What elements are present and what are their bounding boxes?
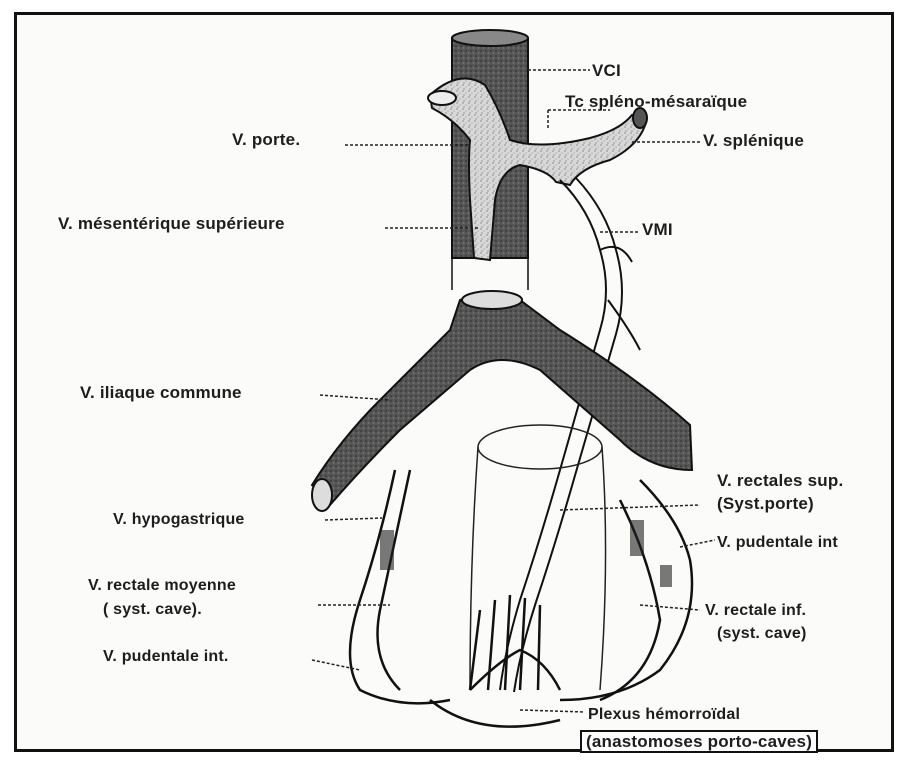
plexus-dots xyxy=(380,520,672,587)
label-v-mesenterique-sup: V. mésentérique supérieure xyxy=(58,214,285,233)
label-v-pudentale-int-left: V. pudentale int. xyxy=(103,647,229,666)
label-vci: VCI xyxy=(592,61,621,80)
label-plexus-hemorroidal: Plexus hémorroïdal xyxy=(588,705,740,724)
label-v-porte: V. porte. xyxy=(232,130,300,149)
label-v-rectale-moyenne: V. rectale moyenne xyxy=(88,576,236,595)
iliac-veins xyxy=(312,291,692,511)
label-syst-cave-moyenne: ( syst. cave). xyxy=(103,600,202,619)
label-syst-porte: (Syst.porte) xyxy=(717,494,814,513)
label-vmi: VMI xyxy=(642,220,673,239)
label-v-iliaque-commune: V. iliaque commune xyxy=(80,383,242,402)
label-v-hypogastrique: V. hypogastrique xyxy=(113,510,245,529)
label-v-rectales-sup: V. rectales sup. xyxy=(717,471,843,490)
label-anastomoses-porto-caves: (anastomoses porto-caves) xyxy=(580,730,818,753)
label-tc-spleno-mesaraique: Tc spléno-mésaraïque xyxy=(565,92,747,111)
label-v-pudentale-int-right: V. pudentale int xyxy=(717,533,838,552)
label-v-splenique: V. splénique xyxy=(703,131,804,150)
label-v-rectale-inf: V. rectale inf. xyxy=(705,601,806,620)
label-syst-cave-inf: (syst. cave) xyxy=(717,624,807,643)
